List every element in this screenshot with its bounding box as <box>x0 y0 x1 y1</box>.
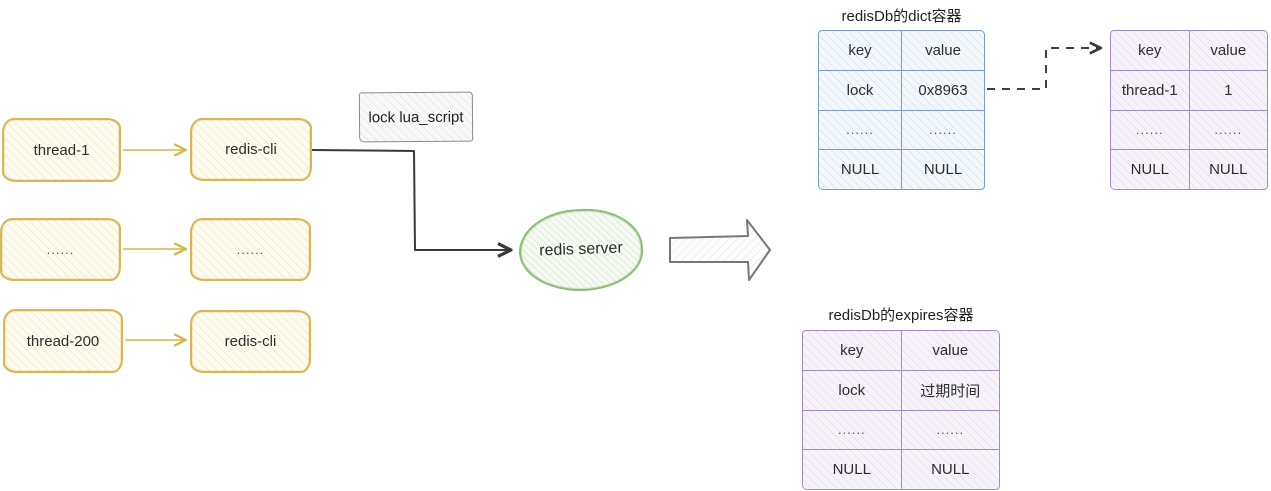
node-label: redis-cli <box>225 141 277 158</box>
table-row: ...... ...... <box>803 410 999 451</box>
table-row: NULL NULL <box>803 450 999 489</box>
table-cell: 过期时间 <box>920 382 981 400</box>
node-label: redis-cli <box>224 333 277 350</box>
connector-rediscli-redisserver <box>311 149 510 250</box>
table-cell: ...... <box>929 122 957 138</box>
table-header-row: key value <box>803 331 999 371</box>
dict-table-title: redisDb的dict容器 <box>841 8 962 25</box>
dict-table: key value lock 0x8963 ...... ...... NULL… <box>818 30 985 190</box>
table-row: NULL NULL <box>1111 150 1267 189</box>
node-label: redis server <box>538 239 624 260</box>
table-cell: ...... <box>803 410 902 450</box>
node-thread-1: thread-1 <box>2 118 121 182</box>
table-cell: value <box>1210 41 1247 59</box>
table-cell: lock <box>819 70 902 110</box>
table-cell: 1 <box>1224 81 1233 99</box>
table-row: thread-1 1 <box>1111 70 1267 111</box>
table-cell: key <box>819 31 902 70</box>
table-header-row: key value <box>1111 31 1267 71</box>
node-thread-ellipsis: ...... <box>0 218 121 281</box>
table-cell: key <box>1111 31 1190 70</box>
table-row: ...... ...... <box>1111 110 1267 151</box>
node-label: ...... <box>46 242 75 257</box>
table-cell: lock <box>803 370 902 410</box>
table-cell: NULL <box>1209 161 1248 179</box>
table-header-row: key value <box>819 31 984 71</box>
node-redis-cli-3: redis-cli <box>190 310 311 373</box>
node-label: thread-1 <box>33 141 90 159</box>
big-right-arrow <box>669 219 771 281</box>
table-row: NULL NULL <box>819 150 984 189</box>
table-cell: thread-1 <box>1111 70 1190 110</box>
table-cell: value <box>925 41 961 59</box>
table-cell: NULL <box>1111 150 1190 189</box>
table-cell: key <box>803 331 902 370</box>
table-cell: ...... <box>1111 110 1190 150</box>
table-row: ...... ...... <box>819 110 984 151</box>
table-cell: ...... <box>1214 122 1243 138</box>
table-cell: value <box>932 341 969 359</box>
expires-table: key value lock 过期时间 ...... ...... NULL N… <box>802 330 1000 490</box>
connector-dict-valuetable-dashed <box>987 48 1100 90</box>
node-label: ...... <box>236 242 265 257</box>
table-row: lock 0x8963 <box>819 70 984 111</box>
note-lock-lua-script: lock lua_script <box>358 91 474 143</box>
node-redis-cli-ellipsis: ...... <box>190 218 311 281</box>
table-cell: NULL <box>931 461 970 479</box>
table-cell: NULL <box>923 161 963 179</box>
node-redis-server: redis server <box>517 206 645 294</box>
note-label: lock lua_script <box>368 108 464 126</box>
table-row: lock 过期时间 <box>803 370 999 411</box>
table-cell: ...... <box>936 422 965 438</box>
table-cell: 0x8963 <box>918 81 968 99</box>
table-cell: ...... <box>819 110 902 150</box>
node-label: thread-200 <box>26 332 100 350</box>
value-object-table: key value thread-1 1 ...... ...... NULL … <box>1110 30 1268 190</box>
expires-table-title: redisDb的expires容器 <box>828 307 974 324</box>
node-thread-200: thread-200 <box>3 309 123 373</box>
table-cell: NULL <box>803 450 902 489</box>
node-redis-cli-1: redis-cli <box>190 118 312 181</box>
table-cell: NULL <box>819 150 902 189</box>
